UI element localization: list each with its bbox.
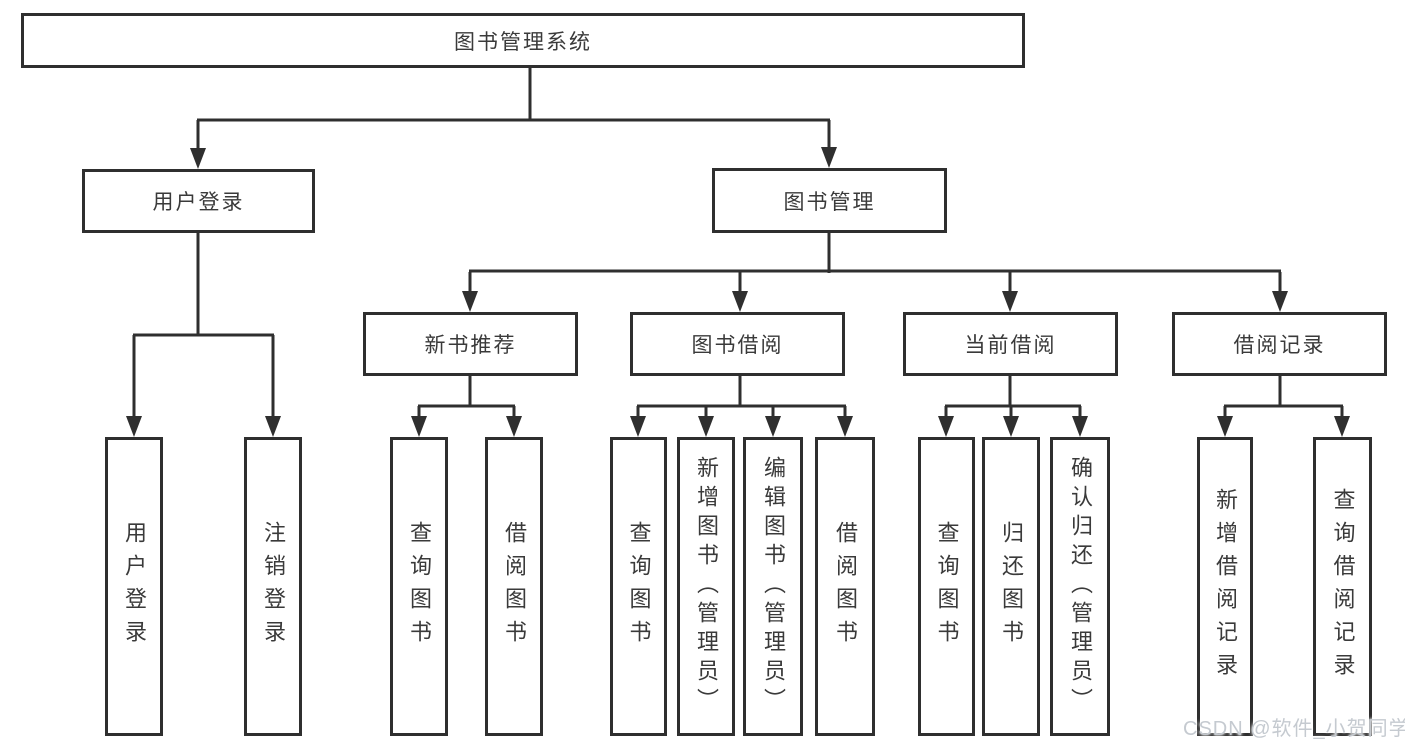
node-user-login-label: 用户登录	[152, 191, 245, 214]
node-borrow-records: 借阅记录	[1172, 312, 1387, 376]
leaf-query-books-3: 查询图书	[918, 437, 975, 736]
leaf-add-borrow-record: 新增借阅记录	[1197, 437, 1253, 736]
node-library-system: 图书管理系统	[21, 13, 1025, 68]
node-book-borrowing-label: 图书借阅	[691, 334, 784, 357]
leaf-user-login: 用户登录	[105, 437, 163, 736]
leaf-query-borrow-record: 查询借阅记录	[1313, 437, 1372, 736]
leaf-query-books-2-label: 查询图书	[626, 520, 652, 653]
leaf-query-books-1-label: 查询图书	[407, 520, 432, 653]
leaf-user-login-label: 用户登录	[122, 520, 147, 653]
leaf-add-book-admin: 新增图书（管理员）	[677, 437, 735, 736]
node-book-management-label: 图书管理	[783, 190, 876, 214]
leaf-add-book-admin-label: 新增图书（管理员）	[694, 456, 719, 717]
node-book-management: 图书管理	[712, 168, 947, 233]
leaf-logout-label: 注销登录	[261, 520, 286, 653]
node-borrow-records-label: 借阅记录	[1233, 334, 1326, 357]
leaf-query-books-2: 查询图书	[610, 437, 667, 736]
csdn-watermark: CSDN @软件_小贺同学	[1183, 718, 1405, 740]
node-current-borrowing-label: 当前借阅	[964, 334, 1057, 357]
leaf-return-book-label: 归还图书	[999, 520, 1024, 653]
leaf-logout: 注销登录	[244, 437, 302, 736]
leaf-edit-book-admin-label: 编辑图书（管理员）	[761, 456, 786, 717]
leaf-borrow-books-2: 借阅图书	[815, 437, 875, 736]
leaf-add-borrow-record-label: 新增借阅记录	[1213, 487, 1238, 686]
leaf-borrow-books-2-label: 借阅图书	[833, 520, 858, 653]
leaf-confirm-return-admin-label: 确认归还（管理员）	[1068, 456, 1093, 717]
node-user-login: 用户登录	[82, 169, 315, 233]
leaf-query-borrow-record-label: 查询借阅记录	[1330, 487, 1356, 686]
leaf-borrow-books-1: 借阅图书	[485, 437, 543, 736]
leaf-query-books-3-label: 查询图书	[934, 520, 960, 653]
node-new-book-recommend: 新书推荐	[363, 312, 578, 376]
leaf-edit-book-admin: 编辑图书（管理员）	[743, 437, 803, 736]
node-library-system-label: 图书管理系统	[454, 30, 592, 54]
leaf-borrow-books-1-label: 借阅图书	[502, 520, 527, 653]
leaf-confirm-return-admin: 确认归还（管理员）	[1050, 437, 1110, 736]
node-current-borrowing: 当前借阅	[903, 312, 1118, 376]
leaf-query-books-1: 查询图书	[390, 437, 448, 736]
node-book-borrowing: 图书借阅	[630, 312, 845, 376]
node-new-book-recommend-label: 新书推荐	[424, 334, 517, 357]
leaf-return-book: 归还图书	[982, 437, 1040, 736]
